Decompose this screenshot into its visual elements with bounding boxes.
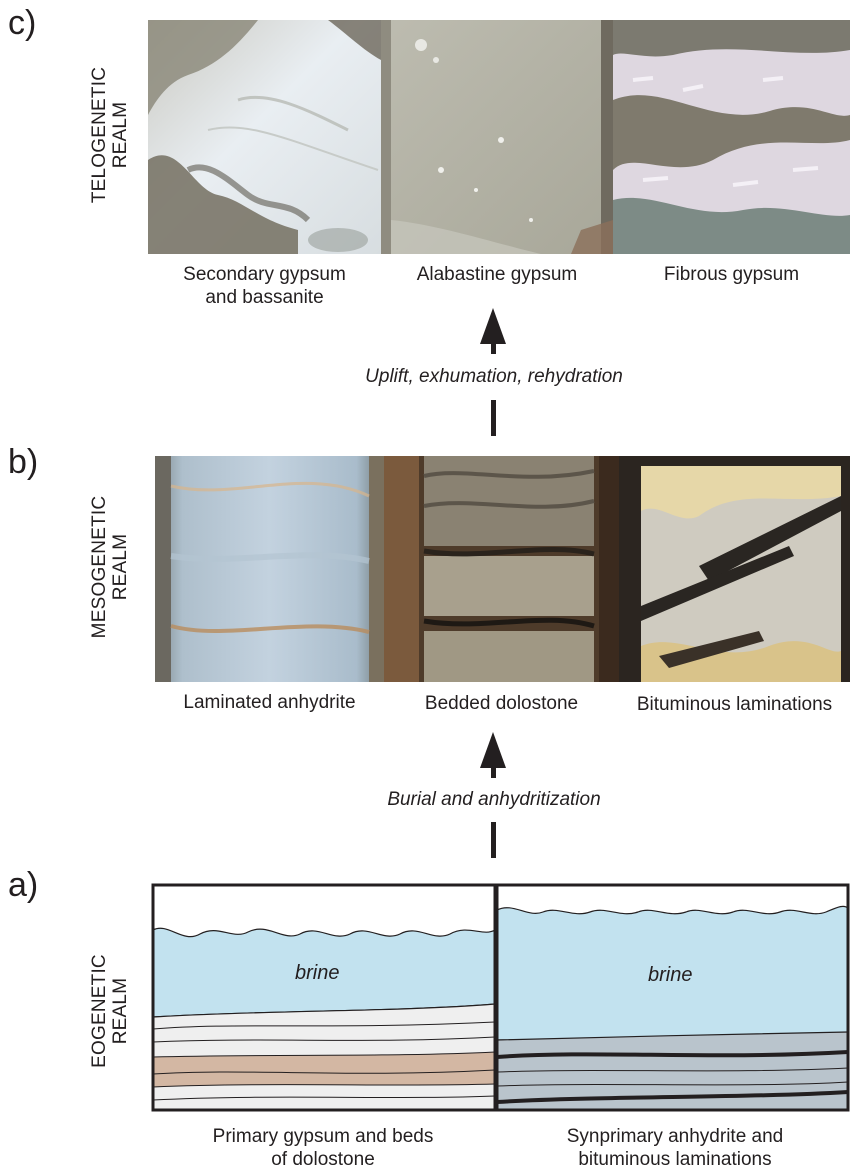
caption-line: Synprimary anhydrite and: [566, 1126, 784, 1147]
caption-synprimary-anhydrite: Synprimary anhydrite and bituminous lami…: [498, 1125, 852, 1171]
schematic-right: [495, 883, 850, 1112]
caption-line: Primary gypsum and beds: [212, 1126, 434, 1147]
schematic-eogenetic: [151, 883, 850, 1112]
caption-line: bituminous laminations: [578, 1149, 772, 1170]
gypsum-beds-upper: [153, 1004, 495, 1057]
schematic-left: [151, 883, 497, 1112]
realm-label-eogenetic: EOGENETIC REALM: [89, 891, 131, 1131]
realm-label-telogenetic: TELOGENETIC REALM: [89, 15, 131, 255]
photo-bedded-dolostone: [384, 456, 619, 682]
photo-alabastine-gypsum: [381, 20, 613, 254]
panel-label-a: a): [8, 866, 39, 904]
arrow-head-upper: [480, 308, 506, 344]
realm-label-line2: REALM: [110, 101, 131, 169]
arrow-stem-lower-bottom: [491, 822, 496, 858]
photo-secondary-gypsum: [148, 20, 381, 254]
realm-label-mesogenetic: MESOGENETIC REALM: [89, 447, 131, 687]
caption-secondary-gypsum: Secondary gypsum and bassanite: [148, 263, 381, 309]
arrow-stem-upper-top: [491, 340, 496, 354]
caption-alabastine-gypsum: Alabastine gypsum: [381, 263, 613, 286]
caption-bedded-dolostone: Bedded dolostone: [384, 692, 619, 715]
caption-bituminous-laminations: Bituminous laminations: [619, 693, 850, 716]
panel-label-b: b): [8, 443, 39, 481]
caption-line: Fibrous gypsum: [663, 264, 800, 285]
caption-line: Secondary gypsum: [183, 264, 346, 285]
caption-line: of dolostone: [271, 1149, 375, 1170]
realm-label-line2: REALM: [110, 977, 131, 1045]
caption-line: and bassanite: [205, 287, 324, 308]
caption-line: Alabastine gypsum: [416, 264, 578, 285]
caption-laminated-anhydrite: Laminated anhydrite: [155, 691, 384, 714]
caption-line: Bituminous laminations: [636, 694, 833, 715]
realm-label-line1: EOGENETIC: [89, 954, 110, 1068]
photo-bituminous-laminations: [619, 456, 850, 682]
realm-label-line1: MESOGENETIC: [89, 495, 110, 639]
caption-line: Laminated anhydrite: [183, 692, 356, 713]
arrow-stem-lower-top: [491, 764, 496, 778]
photo-laminated-anhydrite: [155, 456, 384, 682]
realm-label-line2: REALM: [110, 533, 131, 601]
arrow-stem-upper-bottom: [491, 400, 496, 436]
panel-label-c: c): [8, 4, 37, 42]
process-label-upper: Uplift, exhumation, rehydration: [365, 366, 623, 387]
dolostone-bed: [153, 1052, 495, 1087]
caption-line: Bedded dolostone: [424, 693, 579, 714]
brine-label-left: brine: [295, 962, 340, 984]
brine-label-right: brine: [648, 964, 693, 986]
caption-fibrous-gypsum: Fibrous gypsum: [613, 263, 850, 286]
arrow-head-lower: [480, 732, 506, 768]
photo-fibrous-gypsum: [613, 20, 850, 254]
realm-label-line1: TELOGENETIC: [89, 66, 110, 204]
process-label-lower: Burial and anhydritization: [387, 789, 601, 810]
caption-primary-gypsum: Primary gypsum and beds of dolostone: [150, 1125, 496, 1171]
